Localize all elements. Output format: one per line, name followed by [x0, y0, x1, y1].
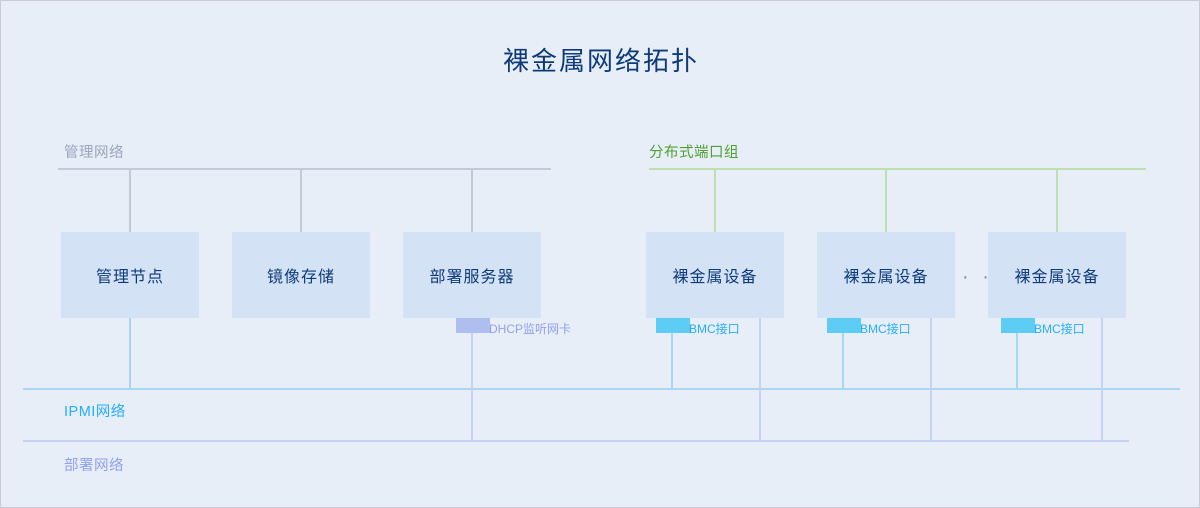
connector-bmc-2-to-ipmi: [842, 333, 844, 389]
dhcp-listening-nic-chip[interactable]: [456, 318, 490, 333]
node-label: 管理节点: [95, 269, 164, 286]
connector-management-to-management-node: [129, 168, 131, 232]
bmc-interface-chip-2[interactable]: [827, 318, 861, 333]
node-bare-metal-device-1[interactable]: 裸金属设备: [646, 232, 784, 318]
node-label: 镜像存储: [266, 269, 335, 286]
node-label: 裸金属设备: [1014, 269, 1100, 286]
node-label: 部署服务器: [429, 269, 515, 286]
zone-label-distributed-port-group: 分布式端口组: [649, 145, 739, 161]
bmc-interface-chip-3[interactable]: [1001, 318, 1035, 333]
connector-bare-metal-1-to-deployment-network: [759, 318, 761, 441]
connector-portgroup-to-bare-metal-2: [885, 168, 887, 232]
connector-bmc-1-to-ipmi: [671, 333, 673, 389]
node-management-node[interactable]: 管理节点: [61, 232, 199, 318]
connector-management-to-image-storage: [300, 168, 302, 232]
bmc-interface-chip-1[interactable]: [656, 318, 690, 333]
node-label: 裸金属设备: [672, 269, 758, 286]
node-label: 裸金属设备: [843, 269, 929, 286]
connector-management-to-deploy-server: [471, 168, 473, 232]
ipmi-network-bus: [23, 388, 1180, 390]
node-bare-metal-device-3[interactable]: 裸金属设备: [988, 232, 1126, 318]
node-bare-metal-device-2[interactable]: 裸金属设备: [817, 232, 955, 318]
deployment-network-bus: [23, 440, 1129, 442]
page-title: 裸金属网络拓扑: [502, 46, 699, 76]
connector-bare-metal-2-to-deployment-network: [930, 318, 932, 441]
distributed-port-group-bus: [649, 168, 1146, 170]
bmc-interface-label-2: BMC接口: [860, 322, 911, 336]
management-network-bus: [58, 168, 551, 170]
connector-portgroup-to-bare-metal-1: [714, 168, 716, 232]
node-deployment-server[interactable]: 部署服务器: [403, 232, 541, 318]
connector-bmc-3-to-ipmi: [1016, 333, 1018, 389]
bmc-interface-label-1: BMC接口: [689, 322, 740, 336]
zone-label-ipmi-network: IPMI网络: [64, 404, 126, 420]
bmc-interface-label-3: BMC接口: [1034, 322, 1085, 336]
connector-bare-metal-3-to-deployment-network: [1101, 318, 1103, 441]
zone-label-deployment-network: 部署网络: [64, 458, 124, 474]
connector-dhcp-nic-to-deployment-network: [471, 333, 473, 441]
zone-label-management-network: 管理网络: [64, 145, 124, 161]
connector-management-node-to-ipmi: [129, 318, 131, 389]
node-image-storage[interactable]: 镜像存储: [232, 232, 370, 318]
dhcp-listening-nic-label: DHCP监听网卡: [489, 322, 572, 336]
connector-portgroup-to-bare-metal-3: [1056, 168, 1058, 232]
